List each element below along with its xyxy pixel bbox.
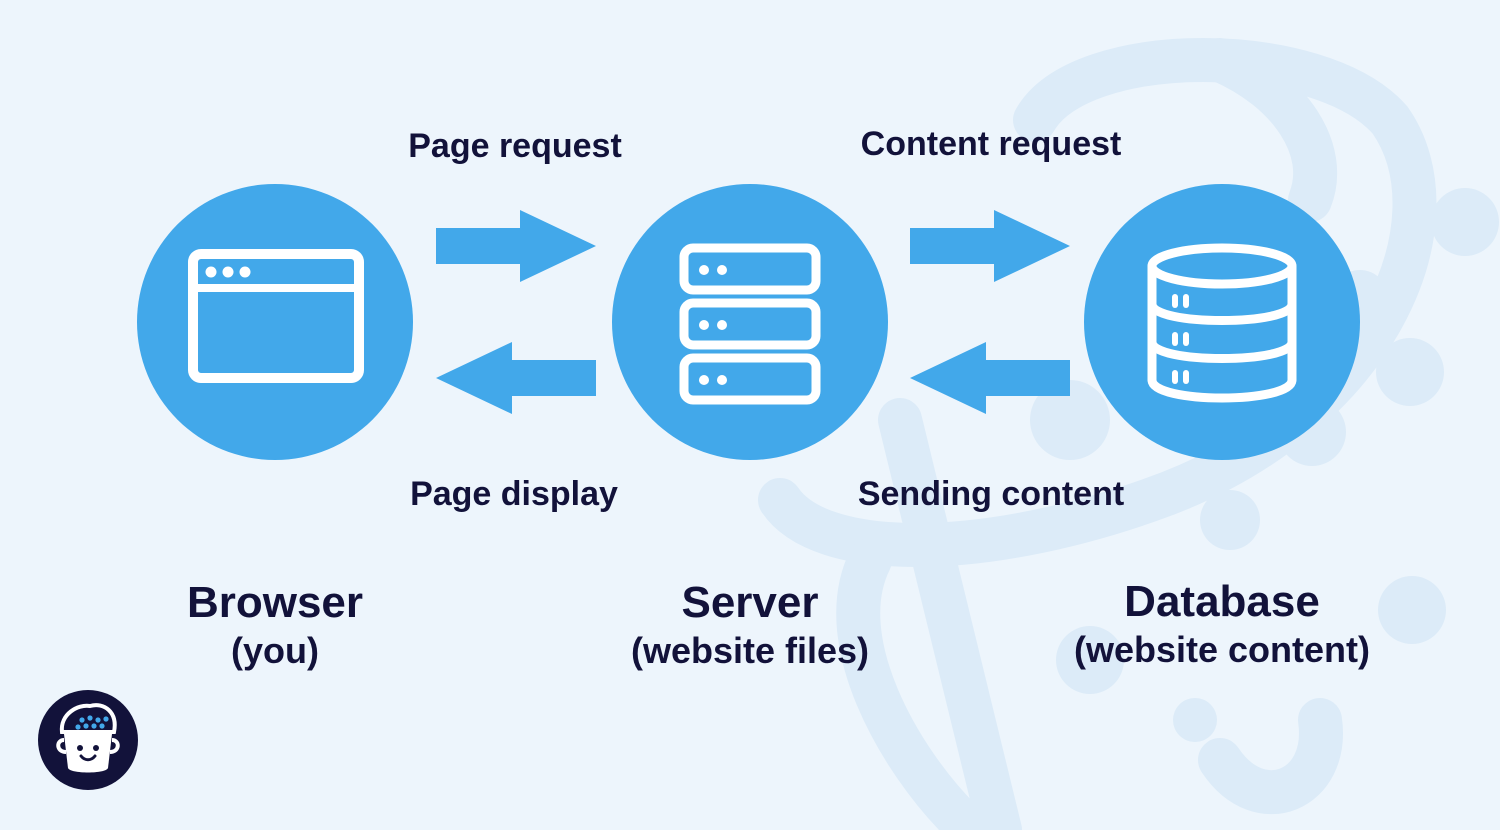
browser-caption: Browser (you) [187,578,363,674]
browser-node [137,184,413,460]
sending-content-label: Sending content [857,475,1125,513]
browser-window-icon [188,249,364,383]
server-caption: Server (website files) [631,578,869,674]
logo-mascot-icon [38,690,138,790]
server-rack-icon [679,243,821,405]
server-node [612,184,888,460]
server-title: Server [681,578,819,627]
page-request-label: Page request [408,127,622,165]
browser-subtitle: (you) [231,630,319,671]
database-icon [1147,243,1297,403]
database-subtitle: (website content) [1073,629,1371,670]
database-caption: Database (website content) [1074,577,1370,673]
server-subtitle: (website files) [630,630,870,671]
database-node [1084,184,1360,460]
browser-title: Browser [186,578,364,627]
page-display-label: Page display [410,475,618,513]
page-request-arrow [436,210,596,282]
sending-content-arrow [910,342,1070,414]
page-display-arrow [436,342,596,414]
content-request-arrow [910,210,1070,282]
database-title: Database [1124,577,1320,626]
content-request-label: Content request [860,125,1122,163]
